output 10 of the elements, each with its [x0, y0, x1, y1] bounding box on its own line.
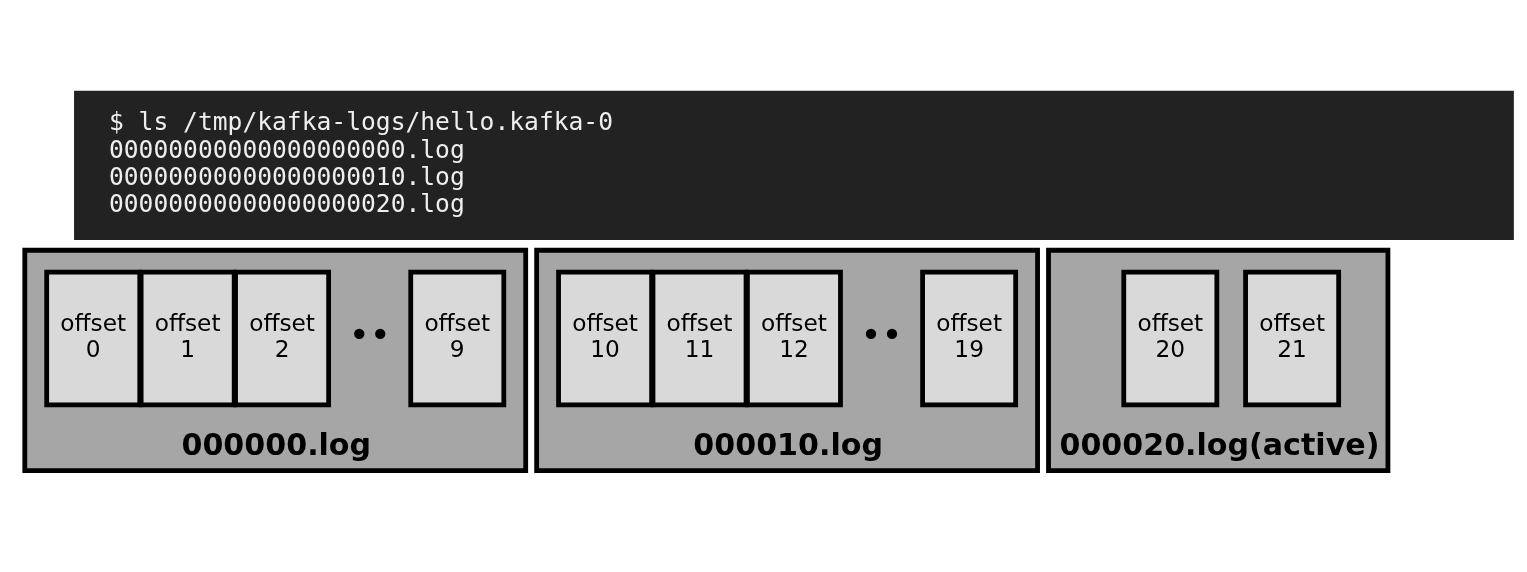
node-box: offset 21: [1243, 269, 1342, 407]
node-box: offset 10: [556, 269, 654, 407]
node-box: offset 20: [1121, 269, 1220, 407]
node-box: offset 1: [138, 269, 237, 407]
node-box: offset 19: [920, 269, 1019, 407]
label: ••: [348, 313, 391, 355]
node-box: offset 12: [745, 269, 843, 407]
node-box: $ ls /tmp/kafka-logs/hello.kafka-0 00000000000000000000.log 00000000000000000010.log 00000000000000000020.log: [74, 90, 1514, 240]
node-box: offset 9: [408, 269, 507, 407]
label: ••: [860, 313, 903, 355]
